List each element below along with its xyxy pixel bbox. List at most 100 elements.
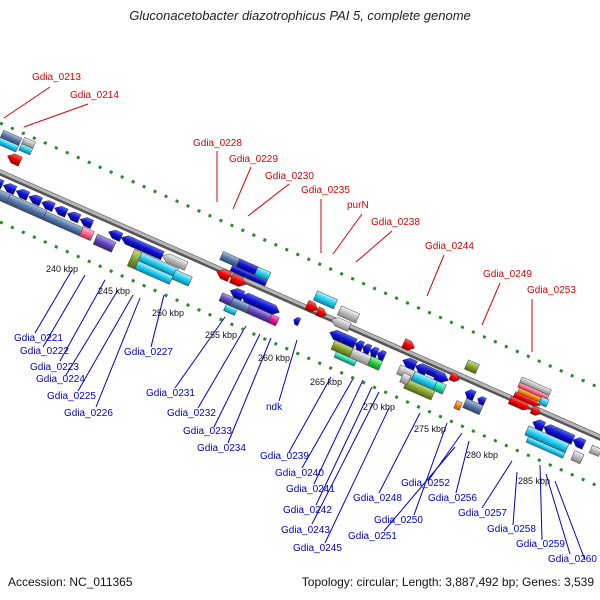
gene-label-gdia-0241: Gdia_0241 [286, 484, 335, 495]
gene-feature [462, 398, 484, 416]
gene-label-gdia-0238: Gdia_0238 [371, 217, 420, 228]
leader-line [77, 294, 134, 392]
lower-dotted-track [0, 220, 600, 489]
gene-label-purn: purN [347, 200, 369, 211]
gene-feature [171, 269, 193, 287]
gene-label-gdia-0244: Gdia_0244 [425, 241, 474, 252]
gene-label-gdia-0251: Gdia_0251 [348, 531, 397, 542]
gene-feature [330, 317, 352, 332]
leader-line [332, 213, 363, 255]
gene-feature [223, 303, 238, 316]
gene-feature [315, 306, 327, 318]
gene-label-gdia-0228: Gdia_0228 [193, 138, 242, 149]
gene-feature [18, 143, 33, 156]
gene-feature [432, 380, 447, 395]
leader-line [288, 376, 332, 453]
gene-feature [538, 396, 550, 408]
leader-line [383, 446, 456, 532]
scale-tick-label: 285 kbp [518, 476, 550, 486]
gene-label-gdia-0232: Gdia_0232 [167, 408, 216, 419]
gene-feature [79, 217, 95, 229]
leader-line [227, 337, 272, 444]
gene-label-gdia-0225: Gdia_0225 [47, 391, 96, 402]
gene-label-ndk: ndk [266, 402, 283, 413]
leader-line [95, 297, 141, 408]
gene-label-gdia-0226: Gdia_0226 [64, 408, 113, 419]
gene-features [0, 129, 600, 465]
gene-feature [507, 395, 531, 411]
map-title: Gluconacetobacter diazotrophicus PAI 5, … [129, 8, 471, 23]
leader-line [34, 269, 73, 334]
gene-feature [512, 391, 541, 407]
gene-label-gdia-0239: Gdia_0239 [260, 451, 309, 462]
scale-tick-label: 255 kbp [205, 330, 237, 340]
gene-feature [464, 389, 477, 402]
gene-feature [15, 189, 31, 201]
gene-feature [313, 290, 338, 310]
gene-label-gdia-0260: Gdia_0260 [548, 554, 597, 565]
gene-feature [453, 400, 463, 411]
gene-label-gdia-0249: Gdia_0249 [483, 269, 532, 280]
gene-label-gdia-0214: Gdia_0214 [70, 90, 119, 101]
gene-label-gdia-0257: Gdia_0257 [458, 508, 507, 519]
leader-line [413, 422, 448, 516]
gene-label-gdia-0252: Gdia_0252 [401, 478, 450, 489]
leader-line [378, 412, 421, 494]
leader-line [427, 432, 463, 482]
gene-feature [304, 299, 319, 313]
gene-feature [2, 183, 18, 195]
accession-text: Accession: NC_011365 [8, 575, 133, 589]
gene-feature [216, 269, 232, 282]
leader-line [23, 103, 89, 128]
leader-line [150, 294, 165, 348]
leader-line [355, 230, 393, 263]
gene-feature [0, 177, 5, 190]
scale-tick-label: 240 kbp [46, 264, 78, 274]
gene-label-gdia-0253: Gdia_0253 [527, 285, 576, 296]
gene-label-gdia-0227: Gdia_0227 [124, 347, 173, 358]
leader-line [481, 282, 501, 326]
scale-tick-label: 250 kbp [152, 308, 184, 318]
leader-line [311, 391, 380, 525]
upper-dotted-track [0, 121, 600, 390]
gene-feature [570, 450, 585, 465]
gene-feature [333, 351, 357, 367]
gene-feature [162, 253, 189, 271]
gene-label-gdia-0245: Gdia_0245 [293, 543, 342, 554]
gene-label-gdia-0231: Gdia_0231 [146, 388, 195, 399]
leader-line [539, 464, 543, 541]
leader-line [554, 480, 586, 561]
scale-tick-label: 245 kbp [98, 286, 130, 296]
leader-line [197, 325, 247, 409]
gene-label-gdia-0234: Gdia_0234 [197, 443, 246, 454]
gene-feature [54, 205, 69, 218]
gene-feature [41, 200, 56, 212]
leader-line [512, 471, 518, 526]
gene-label-gdia-0242: Gdia_0242 [283, 505, 332, 516]
gene-label-gdia-0213: Gdia_0213 [32, 72, 81, 83]
scale-tick-label: 260 kbp [258, 353, 290, 363]
gene-feature [255, 297, 280, 315]
scale-tick-label: 280 kbp [466, 450, 498, 460]
gene-feature [401, 338, 415, 351]
gene-feature [7, 153, 23, 167]
gene-feature [337, 305, 361, 324]
gene-feature [588, 444, 600, 457]
gene-feature [134, 260, 174, 285]
gene-label-gdia-0221: Gdia_0221 [14, 333, 63, 344]
scale-tick-label: 265 kbp [310, 377, 342, 387]
leader-line [174, 316, 226, 389]
gene-label-gdia-0224: Gdia_0224 [36, 374, 85, 385]
leader-line [65, 289, 119, 376]
gene-label-gdia-0258: Gdia_0258 [487, 524, 536, 535]
gene-feature [433, 369, 449, 383]
leader-line [42, 274, 86, 348]
gene-feature [464, 359, 480, 375]
leader-line [324, 407, 390, 544]
leader-line [278, 339, 298, 402]
label-leader-lines [3, 86, 586, 561]
gene-feature [229, 273, 247, 287]
leader-line [232, 166, 252, 210]
leader-line [247, 183, 290, 217]
leader-line [481, 460, 513, 509]
